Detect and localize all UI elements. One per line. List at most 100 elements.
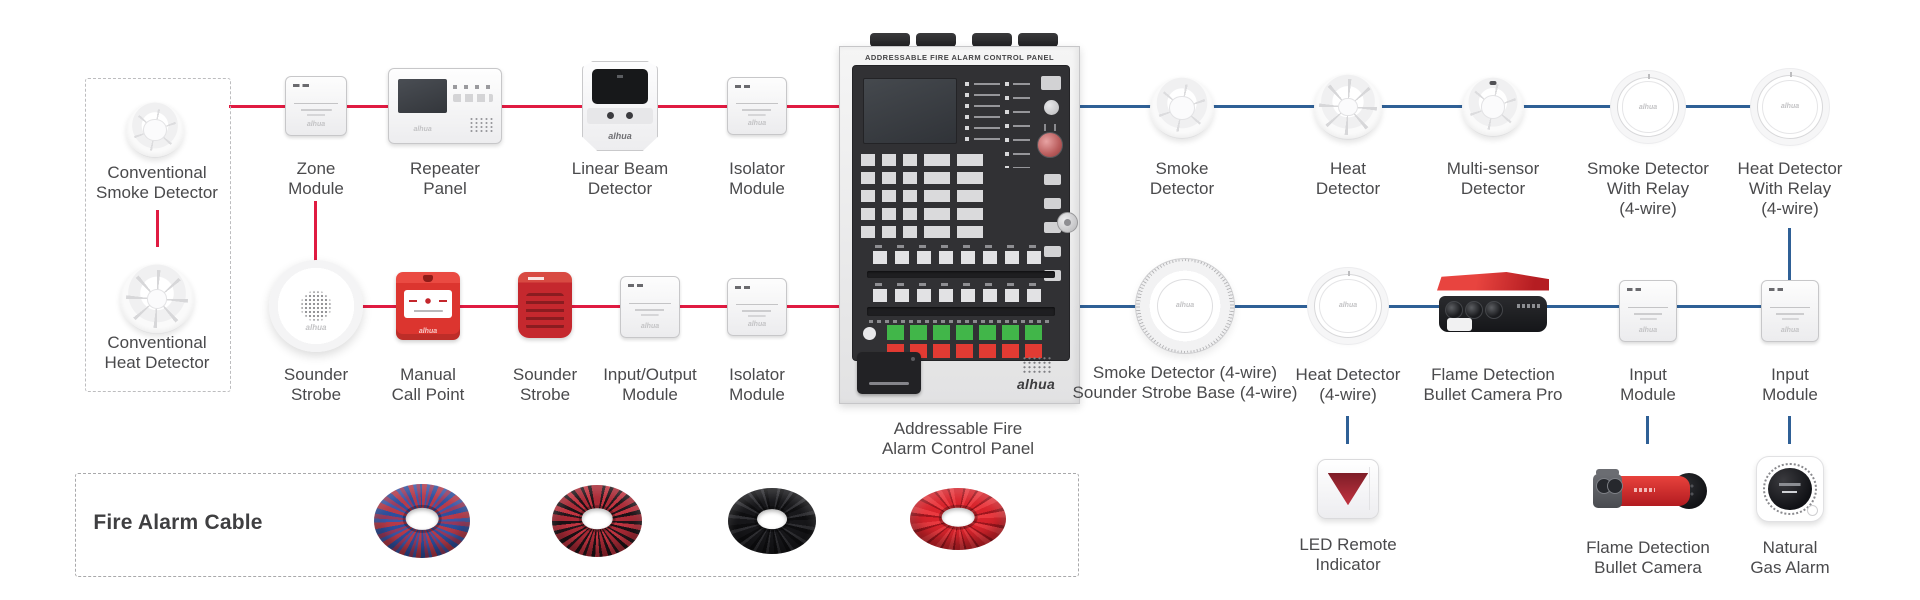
- natural-gas-alarm-icon: [1756, 456, 1824, 522]
- panel-lamp-test-button: [863, 327, 876, 340]
- detector-hub: [1338, 97, 1358, 117]
- heat-detector-4wire-label: Heat Detector (4-wire): [1295, 365, 1401, 405]
- detector-hub: [1480, 95, 1506, 119]
- panel-key-switch: [1057, 212, 1078, 233]
- brand-mark: alhua: [306, 121, 326, 129]
- brand-mark: alhua: [1780, 326, 1800, 334]
- multi-sensor-indicator: [1489, 81, 1497, 86]
- heat-detector-label: Heat Detector: [1315, 159, 1381, 199]
- input-output-module-icon: alhua: [620, 276, 680, 338]
- multi-sensor-detector-label: Multi-sensor Detector: [1446, 159, 1540, 199]
- beam-band: [587, 107, 653, 124]
- speaker-grille: [469, 117, 494, 135]
- brand-mark: alhua: [747, 120, 767, 128]
- wire-conventional-link: [156, 210, 159, 247]
- conventional-smoke-detector-label: Conventional Smoke Detector: [96, 163, 218, 203]
- wire-zone-to-sounder: [314, 201, 317, 262]
- conventional-smoke-detector-icon: [126, 102, 184, 158]
- panel-keypad-row: [861, 208, 983, 220]
- zone-red-buttons: [887, 344, 1042, 358]
- smoke-detector-icon: [1150, 77, 1214, 139]
- panel-function-button: [1044, 174, 1061, 185]
- flame-detection-camera-icon: [1591, 463, 1707, 519]
- camera-lens: [1444, 300, 1463, 319]
- detector-hub: [1169, 95, 1195, 121]
- panel-alarm-button: [1037, 132, 1063, 158]
- fire-alarm-cable-title: Fire Alarm Cable: [93, 511, 263, 534]
- panel-button: [1041, 76, 1061, 90]
- manual-call-point-icon: alhua: [396, 272, 460, 340]
- fire-alarm-control-panel: ADDRESSABLE FIRE ALARM CONTROL PANEL: [839, 46, 1080, 404]
- input-output-module-label: Input/Output Module: [603, 365, 697, 405]
- panel-function-button: [1044, 198, 1061, 209]
- gas-alarm-readout: [1779, 482, 1801, 493]
- panel-bracket: [1044, 124, 1056, 131]
- smoke-detector-relay-label: Smoke Detector With Relay (4-wire): [1587, 159, 1709, 219]
- conventional-detectors-group: [85, 78, 231, 392]
- panel-buzzer: [1044, 100, 1059, 115]
- disc-tick: [1648, 74, 1650, 79]
- blue-red-twisted-cable-icon: [374, 484, 470, 558]
- repeater-panel-label: Repeater Panel: [410, 159, 480, 199]
- zone-button-row: [873, 251, 1041, 264]
- brand-mark: alhua: [305, 322, 327, 332]
- panel-function-button: [1044, 246, 1061, 257]
- panel-function-button: [1044, 222, 1061, 233]
- smoke-detector-sounder-base-label: Smoke Detector (4-wire) Sounder Strobe B…: [1072, 363, 1298, 403]
- zone-green-buttons: [887, 325, 1042, 340]
- panel-keypad-row: [861, 172, 983, 184]
- linear-beam-detector-label: Linear Beam Detector: [571, 159, 669, 199]
- panel-mount-tab: [1018, 33, 1058, 47]
- wire-loop-top-right: [1078, 105, 1792, 108]
- detector-hub: [146, 289, 168, 309]
- camera-lens: [1606, 477, 1623, 494]
- brand-mark: alhua: [1780, 103, 1800, 111]
- heat-detector-4wire-icon: alhua: [1314, 271, 1382, 338]
- detector-hub: [143, 118, 167, 142]
- panel-keypad-row: [861, 154, 983, 166]
- panel-keypad-row: [861, 226, 983, 238]
- heat-detector-relay-icon: alhua: [1757, 72, 1823, 139]
- camera-illuminator: [1447, 317, 1472, 331]
- repeater-buttons: [452, 94, 494, 103]
- zone-module-icon: alhua: [285, 76, 347, 136]
- gas-alarm-button: [1806, 504, 1818, 516]
- input-module-1-label: Input Module: [1620, 365, 1676, 405]
- brand-mark: alhua: [1175, 302, 1195, 310]
- wire-to-gas-alarm: [1788, 416, 1791, 444]
- panel-fascia: [852, 65, 1070, 361]
- panel-speaker-grille: [1022, 356, 1052, 374]
- heat-detector-relay-label: Heat Detector With Relay (4-wire): [1737, 159, 1843, 219]
- wire-loop-bottom-left: [316, 305, 839, 308]
- smoke-detector-relay-icon: alhua: [1617, 74, 1679, 137]
- flame-detection-camera-pro-label: Flame Detection Bullet Camera Pro: [1423, 365, 1563, 405]
- panel-mount-tab: [870, 33, 910, 47]
- disc-tick: [1790, 72, 1792, 77]
- zone-label-strip: [867, 307, 1055, 316]
- led-remote-indicator-label: LED Remote Indicator: [1299, 535, 1397, 575]
- conventional-heat-detector-label: Conventional Heat Detector: [104, 333, 210, 373]
- camera-lens: [1465, 300, 1483, 319]
- conventional-heat-detector-icon: [120, 264, 194, 334]
- fire-alarm-cable-group: [75, 473, 1079, 577]
- led-triangle: [1327, 472, 1369, 506]
- brand-mark: alhua: [608, 131, 632, 142]
- panel-mount-tab: [916, 33, 956, 47]
- panel-status-leds-left: [965, 82, 1003, 146]
- panel-caption: Addressable Fire Alarm Control Panel: [881, 419, 1035, 459]
- call-point-glass: [404, 289, 452, 319]
- camera-text-mark: [1634, 487, 1655, 492]
- zone-label-ticks: [875, 283, 1045, 286]
- repeater-screen: [397, 79, 448, 114]
- beam-indicator-dot: [606, 112, 614, 120]
- beam-indicator-dot: [626, 112, 634, 120]
- isolator-module-top-label: Isolator Module: [729, 159, 785, 199]
- isolator-module-bottom-label: Isolator Module: [729, 365, 785, 405]
- wire-to-flame-camera: [1646, 416, 1649, 444]
- sounder-strobe-wall-icon: [518, 272, 572, 338]
- disc-tick: [1348, 271, 1350, 276]
- brand-mark: alhua: [418, 327, 438, 335]
- manual-call-point-label: Manual Call Point: [391, 365, 465, 405]
- zone-micro-ticks: [869, 320, 1053, 323]
